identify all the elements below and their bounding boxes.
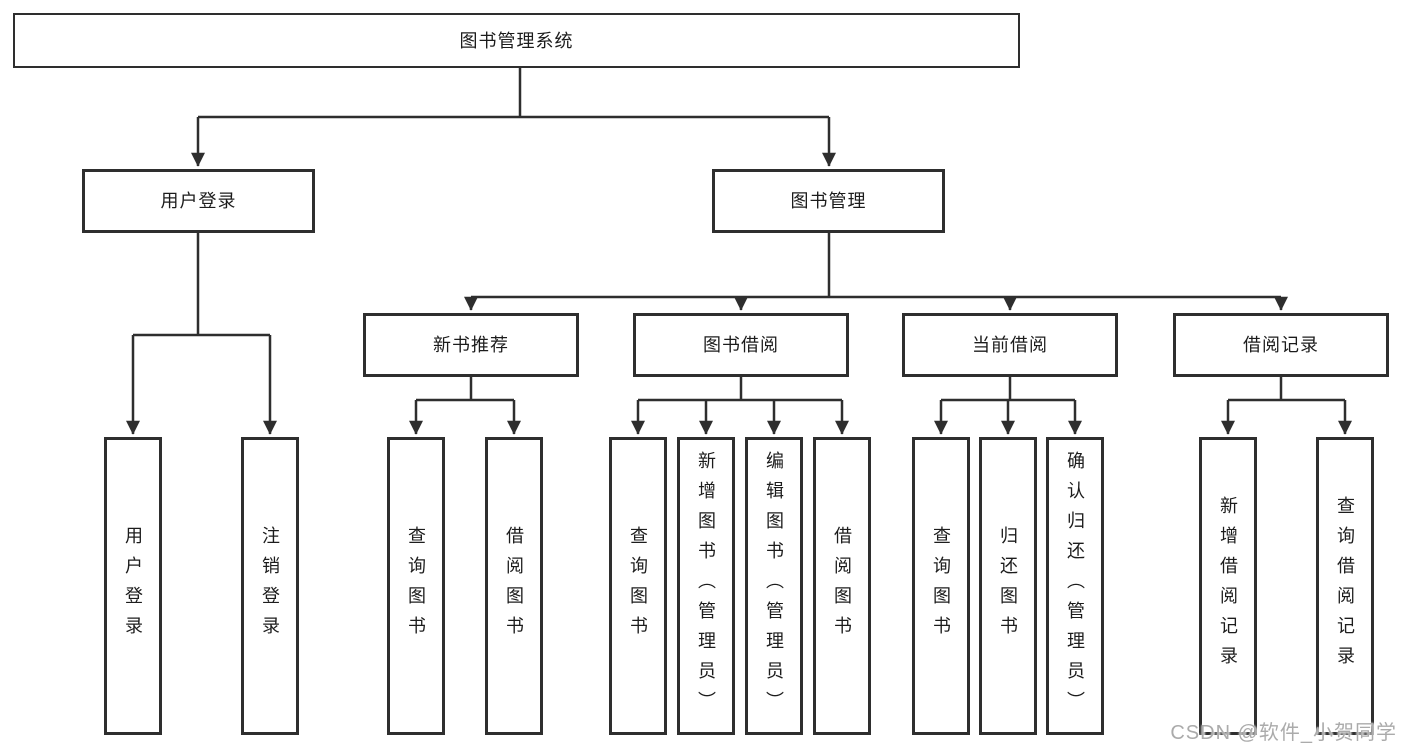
node-label: 当前借阅 [972, 335, 1048, 355]
node-book-management: 图书管理 [712, 169, 945, 233]
node-label: 借阅图书 [832, 526, 852, 646]
node-label: 查询图书 [406, 526, 426, 646]
node-label: 用户登录 [123, 526, 143, 646]
node-label: 编辑图书（管理员） [764, 451, 784, 721]
leaf-logout: 注销登录 [241, 437, 299, 735]
leaf-confirm-return-admin: 确认归还（管理员） [1046, 437, 1104, 735]
node-label: 查询图书 [931, 526, 951, 646]
node-library-management-system: 图书管理系统 [13, 13, 1020, 68]
leaf-borrow-books-2: 借阅图书 [813, 437, 871, 735]
node-current-borrowing: 当前借阅 [902, 313, 1118, 377]
node-label: 注销登录 [260, 526, 280, 646]
node-label: 查询图书 [628, 526, 648, 646]
node-new-book-recommendation: 新书推荐 [363, 313, 579, 377]
node-label: 用户登录 [160, 191, 237, 211]
leaf-add-books-admin: 新增图书（管理员） [677, 437, 735, 735]
node-label: 新增图书（管理员） [696, 451, 716, 721]
leaf-add-borrow-record: 新增借阅记录 [1199, 437, 1257, 735]
leaf-query-books-1: 查询图书 [387, 437, 445, 735]
node-label: 查询借阅记录 [1335, 496, 1355, 676]
leaf-user-login: 用户登录 [104, 437, 162, 735]
node-label: 确认归还（管理员） [1065, 451, 1085, 721]
leaf-borrow-books-1: 借阅图书 [485, 437, 543, 735]
node-label: 借阅记录 [1243, 335, 1319, 355]
leaf-edit-books-admin: 编辑图书（管理员） [745, 437, 803, 735]
node-book-borrowing: 图书借阅 [633, 313, 849, 377]
node-user-login: 用户登录 [82, 169, 315, 233]
node-label: 归还图书 [998, 526, 1018, 646]
node-label: 图书管理 [790, 191, 867, 211]
node-label: 借阅图书 [504, 526, 524, 646]
leaf-query-borrow-record: 查询借阅记录 [1316, 437, 1374, 735]
leaf-query-books-2: 查询图书 [609, 437, 667, 735]
node-borrowing-records: 借阅记录 [1173, 313, 1389, 377]
node-label: 图书管理系统 [459, 30, 574, 51]
node-label: 新增借阅记录 [1218, 496, 1238, 676]
leaf-query-books-3: 查询图书 [912, 437, 970, 735]
watermark: CSDN @软件_小贺同学 [1170, 722, 1397, 744]
node-label: 新书推荐 [433, 335, 509, 355]
leaf-return-books: 归还图书 [979, 437, 1037, 735]
node-label: 图书借阅 [703, 335, 779, 355]
